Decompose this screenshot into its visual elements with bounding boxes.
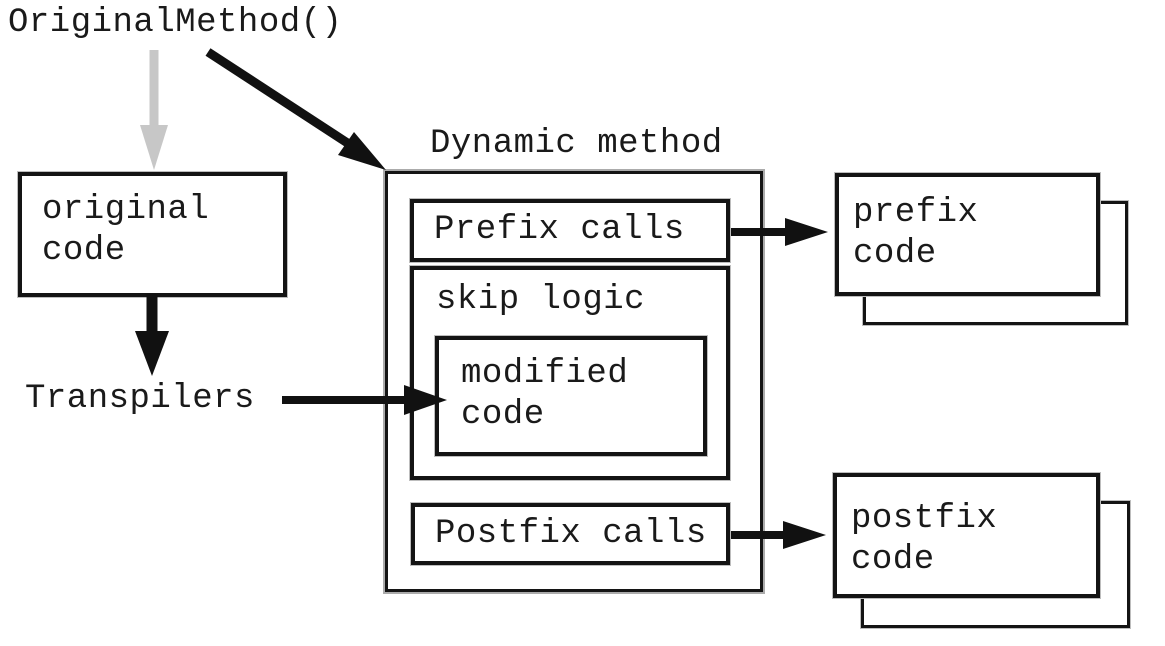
original-code-label: original code [42,191,210,270]
postfix-code-label: postfix code [851,500,998,579]
skip-logic-label: skip logic [436,281,646,319]
faded-arrow-originalmethod-to-original-code [140,50,168,170]
postfix-code-box: postfix code [833,473,1100,598]
arrow-originalmethod-to-dynamic-method [205,48,386,170]
modified-code-box: modified code [435,336,707,456]
transpilers-label: Transpilers [25,380,255,418]
original-code-box: original code [18,172,287,297]
original-method-label: OriginalMethod() [8,4,343,42]
dynamic-method-label: Dynamic method [430,125,723,163]
prefix-code-label: prefix code [853,194,979,273]
arrow-original-code-to-transpilers [135,294,169,376]
prefix-calls-box: Prefix calls [410,199,730,262]
prefix-code-box: prefix code [835,173,1100,296]
prefix-calls-label: Prefix calls [434,211,685,249]
modified-code-label: modified code [461,355,629,434]
dynamic-method-box: Prefix calls skip logic modified code Po… [385,171,763,592]
skip-logic-box: skip logic modified code [410,266,730,480]
postfix-calls-label: Postfix calls [435,514,707,553]
postfix-calls-box: Postfix calls [411,503,730,565]
